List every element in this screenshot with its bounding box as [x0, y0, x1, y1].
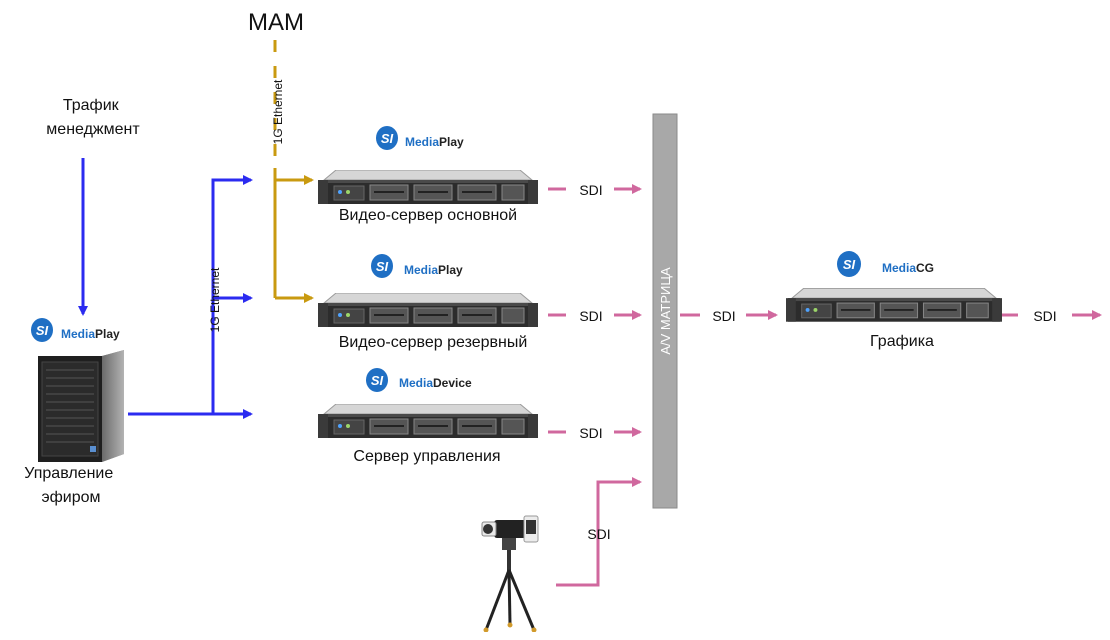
logo-mark: SI — [376, 259, 389, 274]
mam-label: MAM — [248, 9, 304, 36]
logo-mark: SI — [36, 323, 49, 338]
ethernet-gold-links — [273, 40, 314, 303]
sdi-camera-line — [556, 477, 642, 587]
control-server-icon — [316, 404, 540, 440]
svg-text:MediaCG: MediaCG — [882, 261, 934, 275]
logo-brand: Media — [882, 261, 916, 275]
camera-icon — [480, 514, 540, 632]
traffic-label-line2: менеджмент — [46, 121, 140, 138]
logo-product: Play — [95, 327, 120, 341]
si-logo-icon — [837, 251, 861, 277]
logo-brand: Media — [404, 263, 438, 277]
logo-brand: Media — [61, 327, 95, 341]
ethernet-label-left: 1G Ethernet — [208, 267, 222, 332]
ethernet-label-top: 1G Ethernet — [271, 79, 285, 144]
control-station-label: Управление эфиром — [24, 465, 117, 506]
si-logo-icon — [371, 254, 393, 278]
sdi-label-matrix-out: SDI — [712, 308, 735, 324]
logo-backup-server: SI MediaPlay — [371, 254, 463, 278]
backup-server-icon — [316, 293, 540, 329]
logo-main-server: SI MediaPlay — [376, 126, 464, 150]
control-station-line1: Управление — [24, 465, 113, 482]
traffic-label-line1: Трафик — [63, 97, 120, 114]
control-station-line2: эфиром — [41, 489, 100, 506]
av-matrix-label: A/V МАТРИЦА — [658, 267, 673, 355]
sdi-label-camera: SDI — [587, 526, 610, 542]
svg-text:MediaPlay: MediaPlay — [404, 263, 463, 277]
logo-mark: SI — [371, 373, 384, 388]
graphics-label: Графика — [870, 333, 934, 350]
si-logo-icon — [376, 126, 398, 150]
ethernet-blue-links — [78, 158, 253, 419]
av-matrix-box — [652, 113, 678, 509]
backup-server-label: Видео-сервер резервный — [339, 334, 528, 351]
workstation-icon — [37, 350, 125, 462]
sdi-label-control: SDI — [579, 425, 602, 441]
logo-control-server: SI MediaDevice — [366, 368, 472, 392]
graphics-server-icon — [786, 288, 1002, 323]
sdi-links — [548, 184, 1102, 587]
control-server-label: Сервер управления — [353, 448, 500, 465]
traffic-label: Трафик менеджмент — [46, 97, 140, 138]
logo-graphics: SI MediaCG — [837, 251, 934, 277]
logo-mark: SI — [843, 257, 856, 272]
logo-workstation: SI MediaPlay — [31, 318, 120, 342]
svg-text:MediaDevice: MediaDevice — [399, 376, 472, 390]
main-server-label: Видео-сервер основной — [339, 207, 517, 224]
si-logo-icon — [31, 318, 53, 342]
svg-text:MediaPlay: MediaPlay — [405, 135, 464, 149]
logo-product: Device — [433, 376, 472, 390]
logo-brand: Media — [399, 376, 433, 390]
sdi-label-backup: SDI — [579, 308, 602, 324]
svg-text:MediaPlay: MediaPlay — [61, 327, 120, 341]
logo-product: Play — [439, 135, 464, 149]
sdi-label-graphics-out: SDI — [1033, 308, 1056, 324]
si-logo-icon — [366, 368, 388, 392]
logo-product: CG — [916, 261, 934, 275]
logo-product: Play — [438, 263, 463, 277]
main-server-icon — [316, 170, 540, 206]
logo-mark: SI — [381, 131, 394, 146]
sdi-label-main: SDI — [579, 182, 602, 198]
logo-brand: Media — [405, 135, 439, 149]
